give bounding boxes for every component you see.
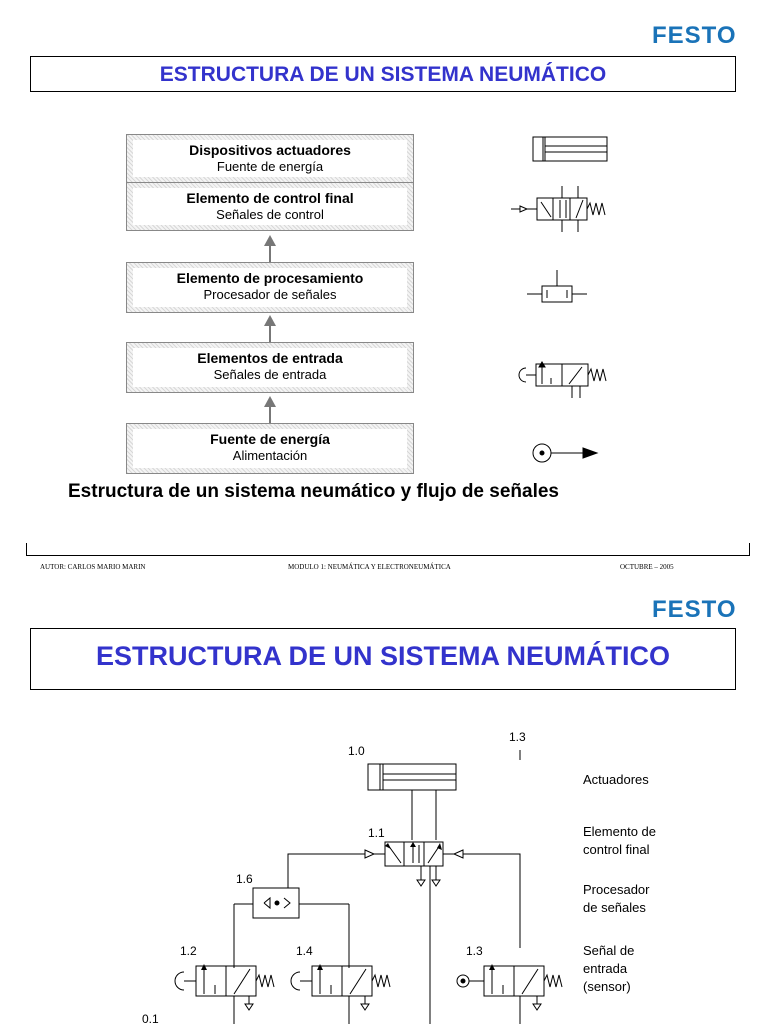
footer-line — [26, 555, 750, 556]
arrow-head-icon — [489, 964, 495, 970]
level-label-line: control final — [583, 842, 650, 857]
block-subtitle: Procesador de señales — [203, 287, 337, 302]
component-label: 1.4 — [296, 944, 313, 958]
title-box: ESTRUCTURA DE UN SISTEMA NEUMÁTICO — [30, 56, 736, 92]
component-label: 1.3 — [509, 730, 526, 744]
block-subtitle: Señales de control — [216, 207, 324, 222]
push-button-valve-icon — [518, 363, 607, 398]
cylinder-icon — [532, 136, 608, 162]
block-subtitle: Señales de entrada — [213, 367, 327, 382]
level-label-line: Elemento de — [583, 824, 656, 839]
figure-caption: Estructura de un sistema neumático y flu… — [68, 481, 559, 502]
component-label: 1.0 — [348, 744, 365, 758]
page-title: ESTRUCTURA DE UN SISTEMA NEUMÁTICO — [159, 63, 607, 86]
pilot-line — [287, 853, 365, 888]
festo-logo: FESTO — [652, 596, 737, 623]
arrow-head-icon — [317, 964, 323, 970]
directional-valve-icon — [364, 841, 464, 1024]
footer-author: AUTOR: CARLOS MARIO MARIN — [40, 563, 146, 571]
component-label: 1.3 — [466, 944, 483, 958]
title-box: ESTRUCTURA DE UN SISTEMA NEUMÁTICO — [30, 628, 736, 690]
pilot-line — [463, 853, 521, 948]
footer-tick — [749, 543, 750, 555]
component-label: 1.1 — [368, 826, 385, 840]
flow-arrow-up — [264, 315, 276, 342]
block-title: Dispositivos actuadores — [189, 142, 351, 158]
block-title: Elementos de entrada — [197, 350, 343, 366]
block-actuators: Dispositivos actuadores Fuente de energí… — [126, 134, 414, 183]
block-title: Fuente de energía — [210, 431, 330, 447]
slide1-graphics — [264, 136, 608, 463]
footer-tick — [26, 543, 27, 555]
level-label-line: de señales — [583, 900, 646, 915]
push-button-valve-icon — [290, 965, 391, 1024]
level-label-line: Señal de — [583, 943, 635, 958]
directional-valve-icon — [511, 186, 606, 232]
roller-valve-icon — [456, 965, 563, 1024]
level-label-line: Procesador — [583, 882, 650, 897]
cylinder-icon — [367, 763, 457, 840]
block-title: Elemento de procesamiento — [176, 270, 364, 286]
arrow-head-icon — [201, 964, 207, 970]
flow-arrow-up — [264, 235, 276, 262]
flow-arrow-up — [264, 396, 276, 423]
footer-date: OCTUBRE – 2005 — [620, 563, 674, 571]
component-label: 1.2 — [180, 944, 197, 958]
block-input: Elementos de entrada Señales de entrada — [126, 342, 414, 393]
level-label-line: entrada — [583, 961, 628, 976]
level-label-processor: Procesador de señales — [583, 881, 649, 917]
component-label: 0.1 — [142, 1012, 159, 1026]
arrow-head-icon — [385, 843, 391, 849]
block-processing: Elemento de procesamiento Procesador de … — [126, 262, 414, 313]
block-title: Elemento de control final — [186, 190, 354, 206]
block-subtitle: Fuente de energía — [216, 159, 324, 174]
shuttle-valve-icon — [527, 270, 587, 303]
level-label-line: (sensor) — [583, 979, 631, 994]
festo-logo: FESTO — [652, 22, 737, 49]
level-label-control: Elemento de control final — [583, 823, 656, 859]
block-supply: Fuente de energía Alimentación — [126, 423, 414, 474]
arrow-head-icon — [410, 842, 416, 847]
pressure-source-icon — [532, 443, 599, 463]
level-label-actuators: Actuadores — [583, 772, 649, 787]
push-button-valve-icon — [174, 965, 275, 1024]
footer-module: MODULO 1: NEUMÁTICA Y ELECTRONEUMÁTICA — [288, 563, 451, 571]
page-title: ESTRUCTURA DE UN SISTEMA NEUMÁTICO — [95, 641, 670, 671]
level-label-input: Señal de entrada (sensor) — [583, 942, 634, 996]
component-label: 1.6 — [236, 872, 253, 886]
arrow-head-icon — [437, 843, 442, 850]
arrow-head-icon — [538, 361, 546, 368]
shuttle-valve-icon — [233, 887, 350, 968]
block-control: Elemento de control final Señales de con… — [126, 182, 414, 231]
block-subtitle: Alimentación — [232, 448, 308, 463]
